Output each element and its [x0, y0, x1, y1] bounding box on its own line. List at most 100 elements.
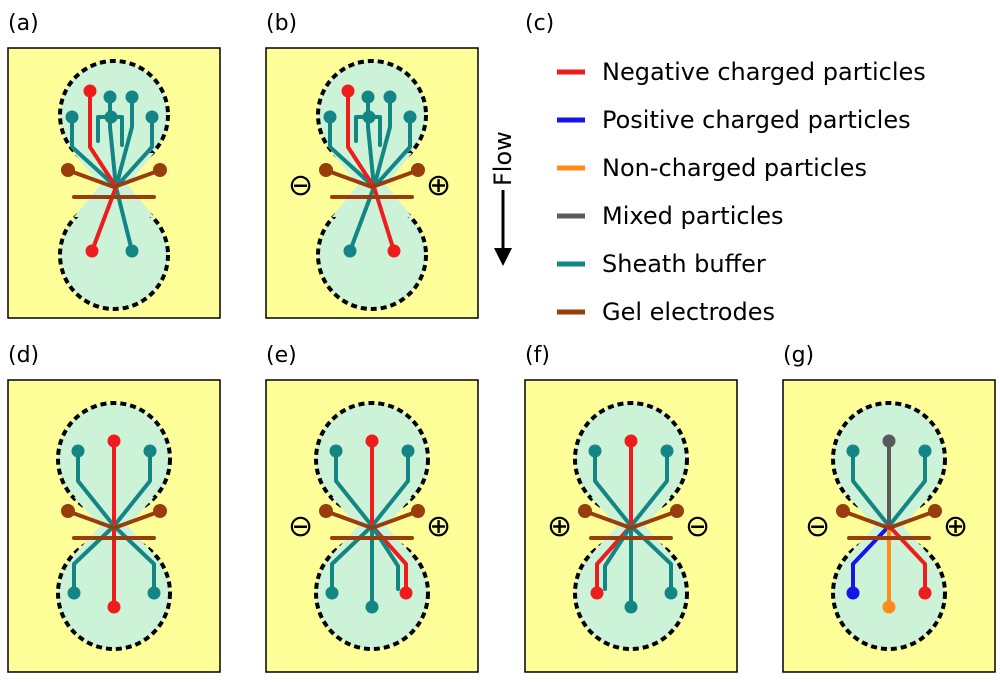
- panel-label-e: (e): [266, 343, 297, 368]
- legend-label: Non-charged particles: [602, 154, 867, 182]
- flow-arrow-head: [494, 248, 512, 266]
- flow-indicator: Flow: [489, 131, 517, 266]
- gel-electrode-left-arm: [326, 510, 374, 530]
- panel-d: [7, 379, 221, 673]
- legend-label: Negative charged particles: [602, 58, 926, 86]
- right-electrode-sign: ⊖: [685, 509, 710, 544]
- sheath-inlet-dot: [71, 444, 85, 458]
- sheath-loop-dot: [104, 110, 118, 124]
- sheath-inlet-line: [328, 115, 376, 189]
- panel-a: [7, 47, 221, 319]
- sheath-inlet-line: [334, 449, 374, 528]
- negative-outlet-dot: [590, 586, 604, 600]
- sheath-inlet-dot: [329, 444, 343, 458]
- left-electrode-sign: ⊖: [805, 509, 830, 544]
- gel-electrode-left-dot: [578, 504, 592, 518]
- sheath-inlet-line: [366, 95, 376, 189]
- negative-inlet-line: [346, 89, 376, 189]
- gel-electrode-right-dot: [928, 504, 942, 518]
- sheath-inlet-dot: [65, 110, 79, 124]
- panel-b: ⊖⊕: [265, 47, 479, 319]
- sheath-outlet-dot: [664, 586, 678, 600]
- panel-label-d: (d): [8, 343, 39, 368]
- sheath-inlet-line: [372, 95, 392, 189]
- sheath-outlet-dot: [147, 586, 161, 600]
- sheath-inlet-dot: [588, 444, 602, 458]
- panel-label-f: (f): [525, 343, 550, 368]
- positive-outlet-dot: [846, 586, 860, 600]
- gel-electrode-right-dot: [411, 163, 425, 177]
- negative-inlet-dot: [107, 434, 121, 448]
- panel-label-c: (c): [525, 11, 554, 36]
- panel-label-a: (a): [8, 11, 39, 36]
- sheath-inlet-dot: [103, 90, 117, 104]
- gel-electrode-left-dot: [61, 504, 75, 518]
- panel-label-g: (g): [783, 343, 814, 368]
- gel-electrode-right-dot: [153, 504, 167, 518]
- negative-inlet-dot: [365, 434, 379, 448]
- sheath-outlet-dot: [624, 600, 638, 614]
- gel-electrode-right-dot: [411, 504, 425, 518]
- sheath-inlet-dot: [401, 444, 415, 458]
- right-electrode-sign: ⊕: [943, 509, 968, 544]
- sheath-inlet-dot: [143, 444, 157, 458]
- gel-electrode-left-arm: [585, 510, 633, 530]
- sheath-inlet-line: [370, 449, 410, 528]
- sheath-inlet-dot: [660, 444, 674, 458]
- gel-electrode-right-arm: [112, 510, 160, 530]
- sheath-inlet-line: [70, 115, 118, 189]
- sheath-inlet-line: [114, 115, 154, 189]
- sheath-inlet-dot: [125, 90, 139, 104]
- panel-g: ⊖⊕: [782, 379, 996, 673]
- sheath-inlet-dot: [918, 444, 932, 458]
- sheath-outlet-dot: [343, 244, 357, 258]
- sheath-inlet-line: [851, 449, 891, 528]
- gel-electrode-right-arm: [112, 169, 160, 189]
- sheath-inlet-line: [108, 95, 118, 189]
- negative-outlet-dot: [918, 586, 932, 600]
- sheath-inlet-line: [629, 449, 669, 528]
- sheath-inlet-dot: [403, 110, 417, 124]
- gel-electrode-left-dot: [61, 163, 75, 177]
- sheath-inlet-dot: [145, 110, 159, 124]
- negative-inlet-line: [88, 89, 118, 189]
- negative-outlet-dot: [387, 244, 401, 258]
- negative-outlet-dot: [85, 244, 99, 258]
- sheath-inlet-line: [887, 449, 927, 528]
- gel-electrode-left-arm: [843, 510, 891, 530]
- gel-electrode-left-arm: [68, 510, 116, 530]
- outlet-chamber: [58, 199, 170, 311]
- sheath-inlet-dot: [383, 90, 397, 104]
- gel-electrode-right-dot: [153, 163, 167, 177]
- sheath-inlet-line: [114, 95, 134, 189]
- sheath-loop-dot: [362, 110, 376, 124]
- sheath-inlet-dot: [361, 90, 375, 104]
- sheath-outlet-dot: [67, 586, 81, 600]
- panel-f: ⊕⊖: [524, 379, 738, 673]
- gel-electrode-right-arm: [370, 169, 418, 189]
- sheath-inlet-dot: [323, 110, 337, 124]
- mixed-inlet-dot: [882, 434, 896, 448]
- left-electrode-sign: ⊕: [547, 509, 572, 544]
- gel-electrode-left-arm: [326, 169, 374, 189]
- sheath-outlet-dot: [125, 244, 139, 258]
- sheath-inlet-line: [593, 449, 633, 528]
- sheath-inlet-line: [76, 449, 116, 528]
- negative-inlet-dot: [624, 434, 638, 448]
- gel-electrode-right-arm: [629, 510, 677, 530]
- neutral-outlet-dot: [882, 600, 896, 614]
- legend-label: Gel electrodes: [602, 298, 775, 326]
- negative-inlet-dot: [83, 84, 97, 98]
- right-electrode-sign: ⊕: [426, 168, 451, 203]
- negative-inlet-dot: [341, 84, 355, 98]
- outlet-chamber: [316, 199, 428, 311]
- gel-electrode-left-dot: [836, 504, 850, 518]
- left-electrode-sign: ⊖: [288, 509, 313, 544]
- sheath-inlet-dot: [846, 444, 860, 458]
- legend-label: Positive charged particles: [602, 106, 911, 134]
- sheath-outlet-dot: [365, 600, 379, 614]
- gel-electrode-right-arm: [370, 510, 418, 530]
- left-electrode-sign: ⊖: [288, 168, 313, 203]
- sheath-outlet-dot: [325, 586, 339, 600]
